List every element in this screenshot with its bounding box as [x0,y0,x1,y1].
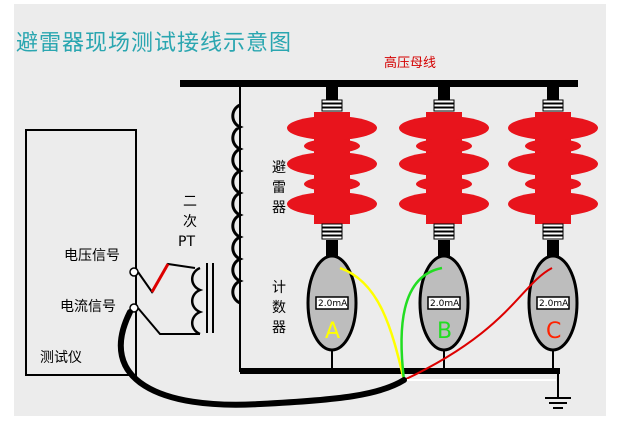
lead-b-green [400,266,443,381]
lead-a-yellow [339,266,406,381]
ground-symbol-icon [545,397,571,409]
test-instrument [25,129,137,376]
counter-a: 2.0mA A [306,254,358,352]
ground-rail [240,368,560,374]
counter-display [427,296,461,310]
counter-display [536,296,570,310]
voltage-terminal [129,267,139,277]
arrester-group [287,87,598,368]
pt-primary-coil [231,103,244,305]
arrester-3 [508,87,598,368]
voltage-signal-label: 电压信号 [64,248,120,264]
pt-label-1: 二 [183,194,197,210]
counter-b: 2.0mA B [418,254,470,352]
current-signal-label: 电流信号 [60,299,116,315]
pt-label-2: 次 [183,214,197,230]
lead-c-red [403,267,553,381]
counter-label-1: 计 [272,280,286,296]
instrument-name-label: 测试仪 [40,350,82,366]
current-signal-cable [117,309,407,408]
diagram-title: 避雷器现场测试接线示意图 [16,31,292,56]
voltage-return-wire [137,307,200,335]
arrester-1 [287,87,377,368]
phase-label: C [546,319,561,344]
counter-reading: 2.0mA [318,299,348,309]
bus-label: 高压母线 [384,55,436,71]
pt-label-3: PT [178,234,195,250]
counter-group: 2.0mA A 2.0mA B 2.0mA C [306,254,579,352]
voltage-wire-red [150,263,170,293]
pt-secondary-coil [191,266,204,336]
counter-reading: 2.0mA [539,299,569,309]
counter-reading: 2.0mA [430,299,460,309]
counter-display [315,296,349,310]
arrester-label-1: 避 [272,160,286,176]
counter-label-3: 器 [272,320,286,336]
arrester-2 [399,87,489,368]
high-voltage-bus [180,80,578,87]
counter-c: 2.0mA C [527,254,579,352]
counter-label-2: 数 [272,300,286,316]
arrester-label-2: 雷 [272,180,286,196]
arrester-label-3: 器 [272,200,286,216]
phase-label: A [325,319,340,344]
phase-label: B [437,319,452,344]
